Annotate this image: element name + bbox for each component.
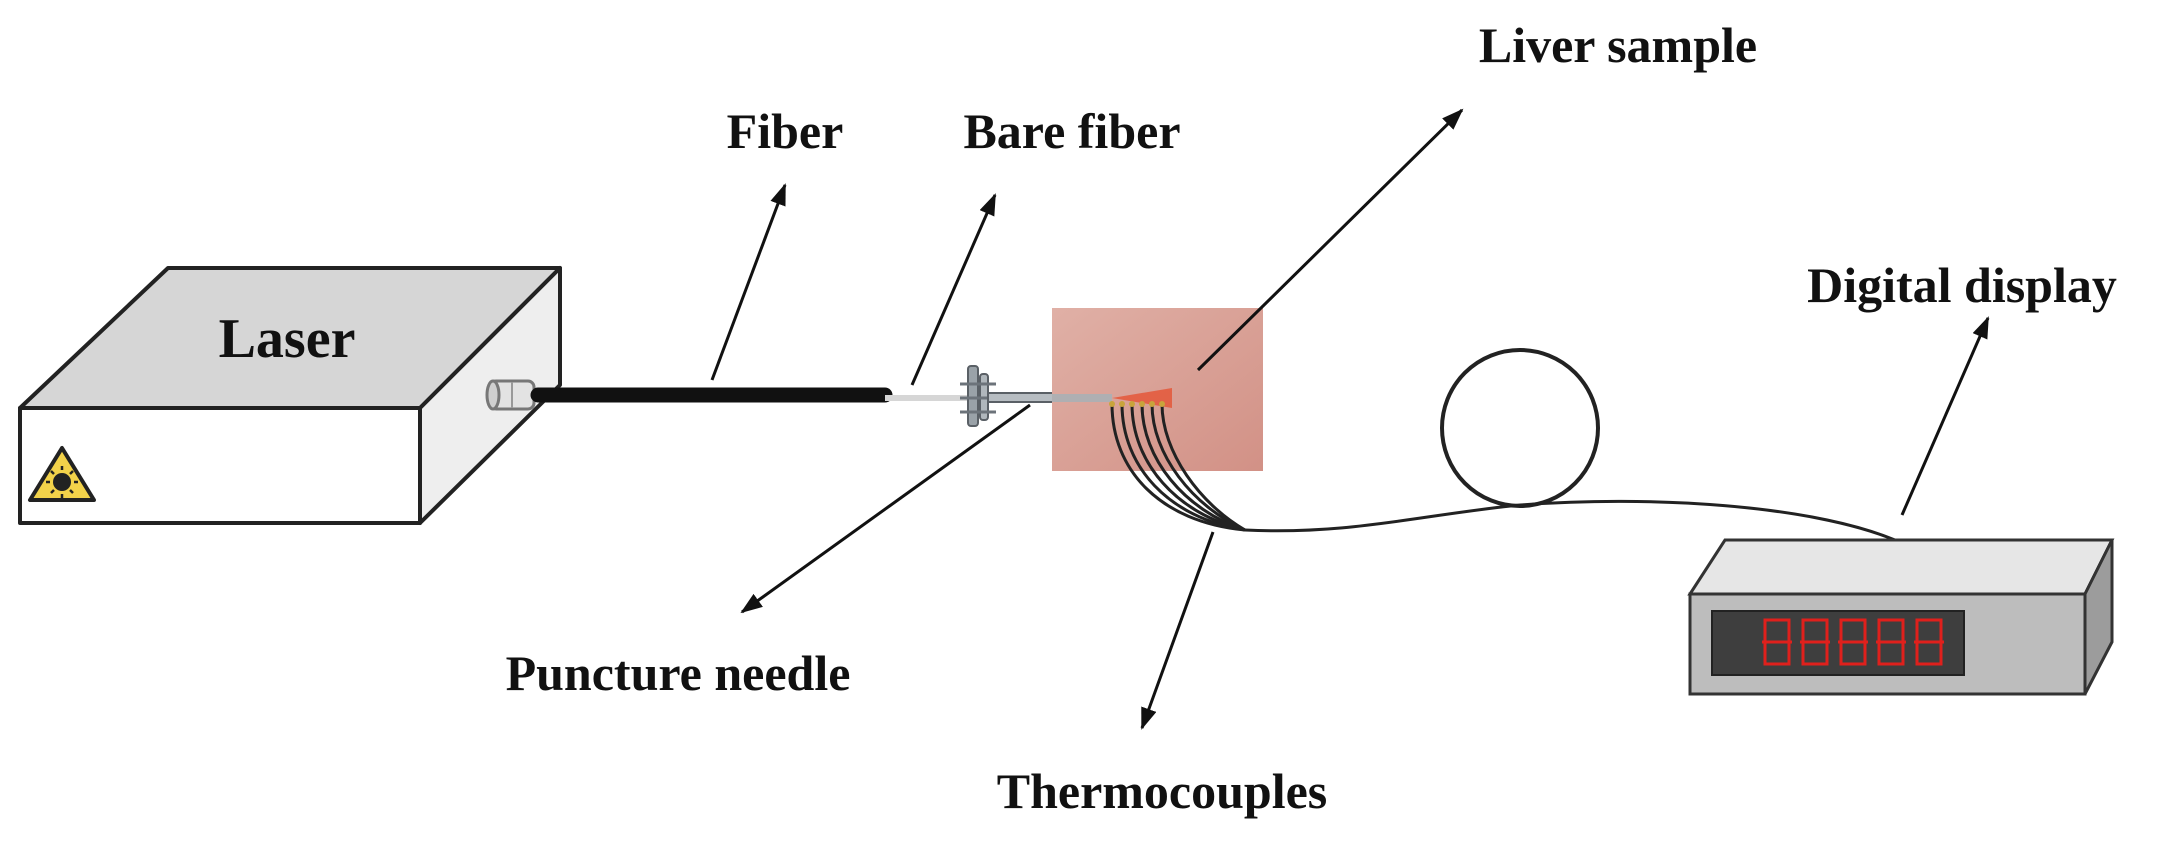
display-side-face [2083,539,2114,695]
laser-box: Laser [18,266,562,525]
laser-warning-icon [28,446,96,502]
laser-label: Laser [219,308,356,370]
thermocouple-tips [1109,401,1165,407]
liver-sample [1052,308,1263,471]
laser-front-face [18,406,422,525]
puncture-needle-label: Puncture needle [506,645,851,701]
fiber-arrow [710,183,787,381]
cable-coil [1440,348,1600,508]
liver-sample-label: Liver sample [1479,17,1757,73]
thermocouple-cable [1244,499,1896,542]
thermocouples-label: Thermocouples [997,763,1328,819]
ablation-zone [1112,388,1172,408]
fiber-label: Fiber [727,103,844,159]
digital-display-device [1687,538,2115,696]
display-digits [1762,618,1944,666]
thermocouples-arrow [1140,531,1215,730]
laser-output-connector [485,379,536,411]
bare-fiber-arrow [910,193,997,386]
puncture-needle [960,365,1109,427]
digital-display-label: Digital display [1807,257,2117,313]
liver-sample-arrow [1196,108,1464,372]
digital-display-arrow [1900,316,1990,516]
needle-inside-sample [1052,394,1112,402]
thermocouple-wires [1110,403,1246,532]
bare-fiber-label: Bare fiber [963,103,1180,159]
display-top-face [1687,538,2115,596]
puncture-needle-arrow [740,403,1031,614]
